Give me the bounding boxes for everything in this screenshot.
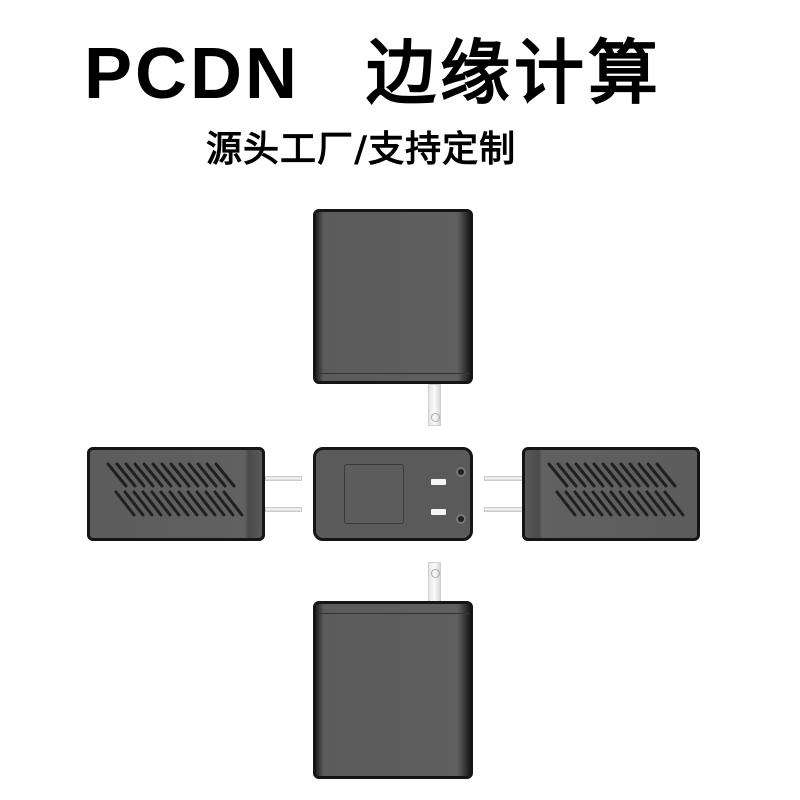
prong-slot-1	[431, 479, 446, 485]
screw-icon	[456, 467, 466, 477]
plug-prong-right-1	[484, 476, 524, 481]
title-latin: PCDN	[84, 34, 301, 114]
screw-icon	[456, 514, 466, 524]
title-cjk: 边缘计算	[366, 32, 662, 114]
prong-hole	[431, 413, 440, 422]
seam-line	[316, 373, 470, 374]
device-plug-face-view	[313, 447, 473, 541]
label-pad	[344, 464, 404, 524]
vent-slots-icon	[106, 462, 244, 517]
device-bottom-view	[313, 601, 473, 779]
subtitle: 源头工厂/支持定制	[206, 129, 517, 170]
prong-hole	[431, 569, 440, 578]
vent-grille	[545, 462, 685, 518]
device-left-side-view	[87, 447, 265, 541]
plug-prong-bottom	[428, 562, 441, 602]
plug-prong-left-1	[265, 476, 302, 481]
plug-prong-right-2	[484, 507, 524, 512]
device-right-side-view	[522, 447, 700, 541]
device-top-view	[313, 209, 473, 384]
vent-slots-icon	[547, 462, 685, 517]
prong-slot-2	[431, 509, 446, 515]
page-title: PCDN 边缘计算	[0, 18, 800, 118]
plug-prong-left-2	[265, 507, 302, 512]
vent-grille	[104, 462, 244, 518]
seam-line	[316, 613, 470, 614]
plug-prong-top	[428, 384, 441, 426]
